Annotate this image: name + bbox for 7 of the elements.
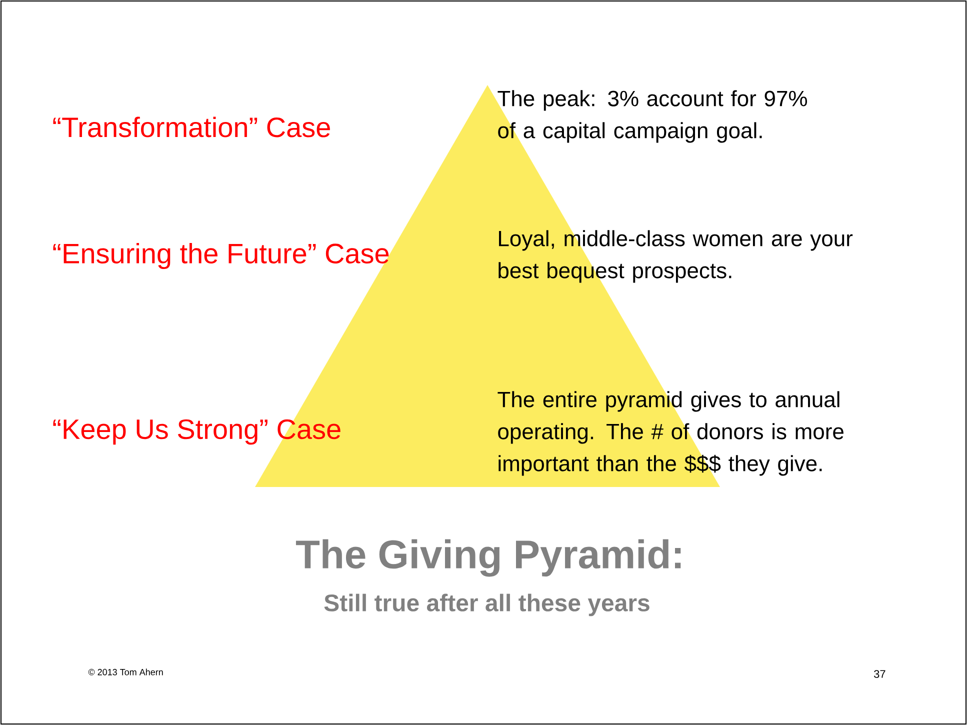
case-label: “Transformation” Case — [53, 116, 330, 138]
title: The Giving Pyramid: — [296, 539, 681, 577]
case-label: “Ensuring the Future” Case — [53, 242, 389, 270]
subtitle: Still true after all these years — [324, 594, 650, 616]
description-text: The peak: 3% account for 97% of a capital campaign goal. — [498, 90, 807, 143]
copyright-note: © 2013 Tom Ahern — [88, 668, 163, 676]
page-number: 37 — [874, 670, 886, 678]
